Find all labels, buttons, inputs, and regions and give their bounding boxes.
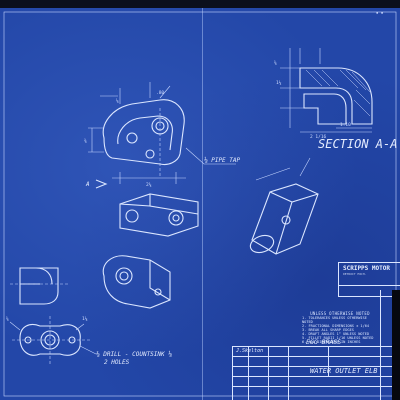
- title-block: J.Skelton EGG BRASS WATER OUTLET ELB: [232, 338, 400, 400]
- note-line: 1. TOLERANCES UNLESS OTHERWISE NOTED: [302, 316, 367, 324]
- note-line: 3. BREAK ALL SHARP EDGES: [302, 328, 354, 332]
- corner-mark: ▪ ▪: [376, 10, 384, 15]
- svg-text:⅝: ⅝: [274, 59, 277, 66]
- section-a-a-view: ⅝ 1¼ 2 1/16 1.10 SECTION A-A: [274, 48, 397, 151]
- part-name: WATER OUTLET ELB: [310, 367, 378, 375]
- drawing-border: [3, 11, 397, 397]
- company-subtitle: DETROIT MICH.: [343, 272, 367, 276]
- pipe-tap-callout: ⅛ PIPE TAP: [185, 147, 241, 165]
- title-block-part-row: [338, 286, 400, 297]
- material-value: EGG BRASS: [306, 338, 342, 346]
- company-name: SCRIPPS MOTOR: [343, 265, 390, 272]
- isometric-view-block: [119, 193, 199, 237]
- svg-text:⅜: ⅜: [84, 137, 87, 144]
- callout-pipe-tap: ⅛ PIPE TAP: [204, 157, 241, 164]
- svg-text:⅝: ⅝: [6, 315, 9, 322]
- general-notes: UNLESS OTHERWISE NOTED 1. TOLERANCES UNL…: [302, 312, 378, 348]
- isometric-view-main: A ⅛ ⅜ 2⅝ .80: [84, 82, 186, 189]
- technical-drawing: A ⅛ ⅜ 2⅝ .80 ⅛ PIPE TAP: [3, 11, 397, 397]
- isometric-view-flange: [102, 255, 171, 309]
- svg-text:2 1/16: 2 1/16: [310, 134, 327, 140]
- note-line: 2. FRACTIONAL DIMENSIONS ± 1/64: [302, 324, 370, 328]
- svg-text:1.10: 1.10: [340, 122, 351, 128]
- svg-text:1¼: 1¼: [276, 80, 282, 86]
- note-line: 5. FILLET RADII 1/16 UNLESS NOTED: [302, 336, 374, 340]
- callout-drill: ⅜ DRILL - COUNTSINK ⅛: [96, 351, 172, 358]
- view-marker-a: A: [85, 181, 90, 188]
- note-line: 6. ALL DIMENSIONS IN INCHES: [302, 340, 361, 344]
- drawn-by: J.Skelton: [236, 348, 264, 354]
- note-line: 4. DRAFT ANGLES 1° UNLESS NOTED: [302, 332, 370, 336]
- section-label: SECTION A-A: [318, 137, 397, 151]
- blueprint-sheet: [0, 8, 400, 400]
- drill-callout: ⅜ DRILL - COUNTSINK ⅛ 2 HOLES: [79, 345, 172, 366]
- title-block-company: SCRIPPS MOTOR DETROIT MICH.: [338, 262, 400, 286]
- svg-text:.80: .80: [156, 90, 164, 96]
- svg-text:⅛: ⅛: [116, 97, 119, 104]
- isometric-view-elbow: [249, 157, 319, 255]
- svg-text:2⅝: 2⅝: [146, 181, 152, 188]
- svg-text:1⅛: 1⅛: [82, 315, 88, 322]
- flange-plan-view: ⅝ 1⅛: [6, 315, 90, 364]
- callout-holes: 2 HOLES: [104, 359, 130, 366]
- sheet-fold-line: [202, 8, 203, 400]
- scan-edge: [392, 290, 400, 400]
- revision-column: [380, 290, 393, 400]
- side-view-small: [10, 267, 70, 305]
- notes-heading: UNLESS OTHERWISE NOTED: [310, 311, 370, 316]
